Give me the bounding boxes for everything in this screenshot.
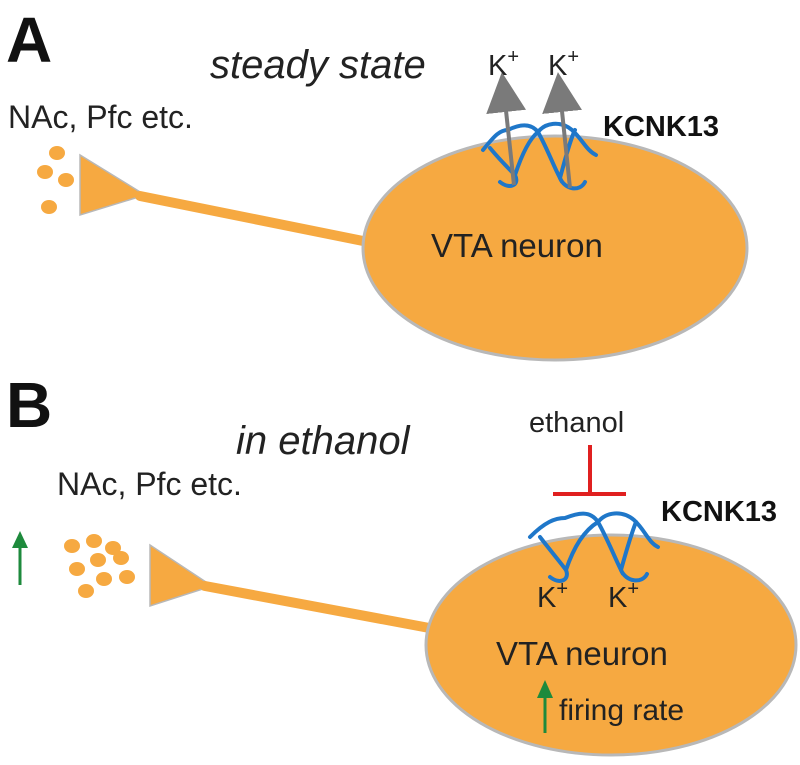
panel-b-axon-terminal (149, 543, 214, 608)
panel-a-ion-label-2: K+ (548, 46, 579, 82)
panel-a-potassium-efflux-arrow-2 (542, 72, 582, 189)
panel-b-drug-label: ethanol (529, 407, 624, 439)
vesicle (37, 165, 53, 179)
panel-a-channel-label: KCNK13 (603, 111, 719, 143)
panel-a-region-label: NAc, Pfc etc. (8, 99, 193, 135)
panel-a-axon (135, 191, 383, 249)
panel-a-title: steady state (210, 43, 426, 87)
panel-b-firing-increase-arrow-icon (537, 680, 553, 733)
vesicle (96, 572, 112, 586)
vesicle (78, 584, 94, 598)
vesicle (58, 173, 74, 187)
vesicle (41, 200, 57, 214)
panel-b-neuron-label: VTA neuron (496, 635, 668, 672)
vesicle (105, 541, 121, 555)
vesicle (119, 570, 135, 584)
panel-a-ion-label-1: K+ (488, 46, 519, 82)
panel-b: B in ethanol NAc, Pfc etc. (6, 369, 798, 757)
panel-b-letter: B (6, 369, 52, 441)
panel-b-ion-channel-icon (528, 511, 660, 583)
panel-a-neuron-soma (361, 134, 749, 362)
panel-b-ion-label-2: K+ (608, 578, 639, 614)
vesicle (86, 534, 102, 548)
vesicle (113, 551, 129, 565)
panel-b-title: in ethanol (236, 419, 411, 463)
panel-b-ion-label-1: K+ (537, 578, 568, 614)
vesicle (49, 146, 65, 160)
panel-a-letter: A (6, 4, 52, 76)
panel-a-vesicles (37, 146, 74, 214)
panel-b-effect-label: firing rate (559, 694, 684, 727)
panel-a: A steady state NAc, Pfc etc. VTA neuron … (6, 4, 749, 362)
panel-a-axon-terminal (79, 153, 147, 217)
panel-b-ethanol-inhibition-icon (553, 445, 626, 496)
panel-b-release-increase-arrow-icon (12, 531, 28, 585)
vesicle (64, 539, 80, 553)
panel-b-vesicles (64, 534, 135, 598)
panel-a-ion-channel-icon (481, 121, 598, 191)
panel-b-neuron-soma (424, 533, 798, 757)
panel-a-potassium-efflux-arrow-1 (486, 72, 527, 186)
panel-a-neuron-label: VTA neuron (431, 227, 603, 264)
vesicle (90, 553, 106, 567)
panel-b-region-label: NAc, Pfc etc. (57, 466, 242, 502)
panel-b-channel-label: KCNK13 (661, 496, 777, 528)
panel-b-axon (200, 581, 445, 635)
vesicle (69, 562, 85, 576)
